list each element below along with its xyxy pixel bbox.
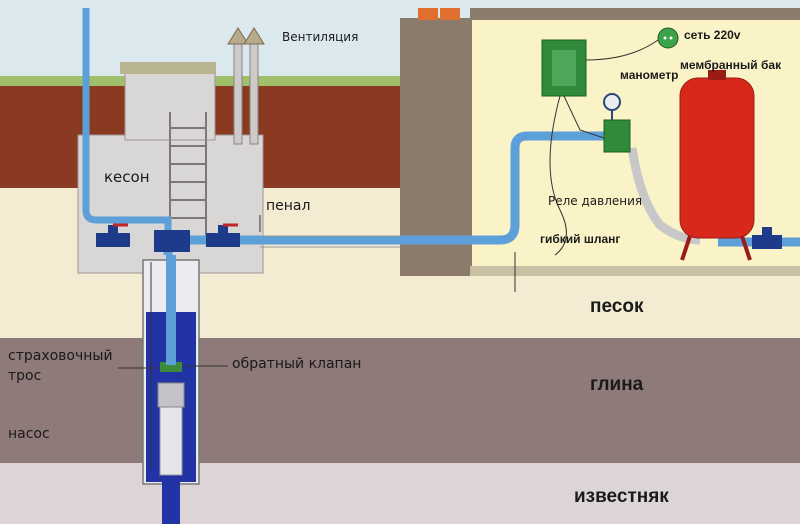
house-wall	[400, 18, 472, 276]
label-check-valve: обратный клапан	[232, 356, 362, 372]
label-pressure-relay: Реле давления	[548, 194, 643, 208]
caisson-lid	[120, 62, 216, 74]
label-caisson: кесон	[104, 168, 150, 186]
outflow-pipe-bottom	[162, 482, 180, 524]
pump-body	[159, 404, 183, 476]
vent-arrow-icon	[243, 27, 265, 45]
socket-hole	[663, 36, 667, 40]
riser-pipe	[166, 255, 176, 365]
vent-pipe	[233, 41, 243, 145]
valve-icon	[206, 223, 240, 247]
valve-icon	[96, 223, 130, 247]
wall-brick	[440, 8, 460, 20]
power-socket-icon	[657, 27, 679, 49]
label-limestone: известняк	[574, 486, 669, 507]
control-box-panel	[552, 50, 576, 86]
caisson-inlet-pipe	[82, 8, 172, 240]
valve-icon	[154, 230, 190, 252]
house-floor	[470, 266, 800, 276]
tank-leg	[680, 235, 692, 261]
check-valve-body	[160, 362, 182, 372]
label-flexible-hose: гибкий шланг	[540, 232, 621, 246]
pressure-relay-box	[603, 119, 631, 153]
label-power: сеть 220v	[684, 28, 741, 42]
house-roof-edge	[470, 8, 800, 20]
vent-arrow-icon	[227, 27, 249, 45]
water-supply-pipe	[163, 131, 610, 255]
label-safety-cable-line2: трос	[8, 368, 42, 384]
label-pump: насос	[8, 426, 50, 442]
valve-icon	[752, 227, 782, 249]
socket-hole	[669, 36, 673, 40]
tank-leg	[740, 235, 752, 261]
vent-pipe	[249, 41, 259, 145]
label-membrane-tank: мембранный бак	[680, 58, 782, 72]
power-cable	[585, 39, 659, 61]
label-pressure-gauge: манометр	[620, 68, 679, 82]
pump-cable	[549, 95, 567, 256]
limestone-layer	[0, 463, 800, 524]
gauge-icon	[603, 93, 621, 111]
label-clay: глина	[590, 374, 644, 395]
tank-top-cap	[708, 70, 726, 80]
membrane-tank	[679, 77, 755, 239]
label-casing: пенал	[266, 198, 311, 214]
pump-motor	[157, 382, 185, 408]
label-sand: песок	[590, 296, 644, 317]
relay-cable	[563, 95, 611, 141]
clay-layer	[0, 338, 800, 463]
label-safety-cable-line1: страховочный	[8, 348, 113, 364]
label-ventilation: Вентиляция	[282, 30, 359, 44]
flexible-hose	[627, 147, 701, 245]
wall-brick	[418, 8, 438, 20]
